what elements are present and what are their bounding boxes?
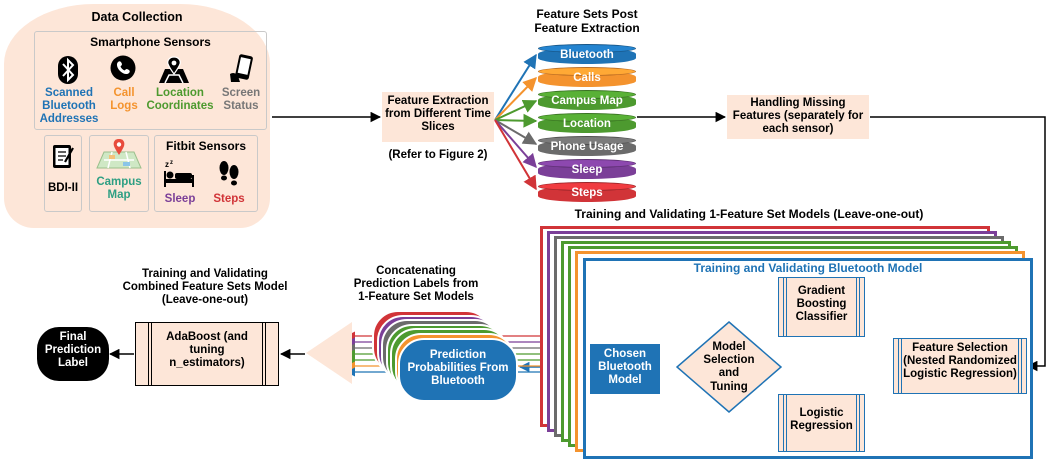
feature-sets-title: Feature Sets Post Feature Extraction [534,7,640,35]
fan-calls [494,76,537,121]
final-label-text: Final Prediction Label [44,331,102,370]
feature-set-bluetooth: Bluetooth [538,44,636,66]
sleep-icon: z z [164,160,194,187]
footsteps-icon [219,161,239,186]
fan-bluetooth [494,53,537,121]
model-selection-diamond [676,321,782,413]
bluetooth-probability-label: Prediction Probabilities From Bluetooth [407,349,509,388]
feature-set-phone-usage: Phone Usage [538,136,636,158]
feature-extraction-note: (Refer to Figure 2) [388,149,488,161]
bluetooth-probability-pill [398,338,518,402]
map-pin-icon [159,56,189,84]
svg-text:z: z [165,160,169,169]
phone-icon [110,55,136,81]
feature-selection-box [893,338,1027,394]
fan-steps [494,119,537,191]
bluetooth-icon [58,56,78,84]
bluetooth-model-title: Training and Validating Bluetooth Model [693,261,923,275]
fan-campus [494,99,538,121]
feature-selection-label: Feature Selection (Nested Randomized Log… [903,342,1017,381]
feature-set-location: Location [538,113,636,135]
feature-set-label: Sleep [571,164,603,176]
feature-set-label: Calls [573,72,601,84]
chosen-model-label: Chosen Bluetooth Model [598,348,652,387]
feature-set-campus-map: Campus Map [538,90,636,112]
gbc-box [778,277,865,337]
chosen-model-box [590,344,660,394]
sensor-label-location: Location Coordinates [146,87,214,113]
gbc-label: Gradient Boosting Classifier [795,285,848,324]
adaboost-box [135,322,279,386]
feature-set-steps: Steps [538,182,636,204]
sensor-label-bluetooth: Scanned Bluetooth Addresses [39,87,99,126]
feature-extraction-box [382,92,494,142]
final-label-terminal [37,327,109,381]
feature-set-label: Campus Map [551,95,623,107]
arrow-missing-to-selection [870,116,1046,372]
model-selection-label: Model Selection and Tuning [703,341,755,393]
smartphone-sensors-group [34,31,267,130]
logreg-box [778,394,865,452]
fan-phone [494,119,538,145]
steps-label: Steps [213,193,245,205]
svg-text:z: z [170,160,173,166]
missing-features-box [727,95,869,139]
sensor-label-calls: Call Logs [110,87,138,113]
feature-set-label: Bluetooth [560,49,614,61]
combined-title: Training and Validating Combined Feature… [122,268,288,307]
feature-set-label: Phone Usage [550,141,624,153]
feature-set-label: Location [563,118,611,130]
feature-set-label: Steps [571,187,603,199]
smartphone-sensors-title: Smartphone Sensors [90,35,211,49]
concat-funnel [306,322,352,384]
screen-icon [230,54,253,82]
concat-title: Concatenating Prediction Labels from 1-F… [353,265,479,304]
feature-extraction-label: Feature Extraction from Different Time S… [385,95,491,134]
training-title: Training and Validating 1-Feature Set Mo… [574,207,924,221]
data-collection-title: Data Collection [91,10,183,24]
clipboard-icon [53,145,74,168]
fitbit-sensors-title: Fitbit Sensors [165,139,246,153]
campus-map-group [89,135,149,212]
feature-set-sleep: Sleep [538,159,636,181]
campus-map-icon [96,139,142,169]
bdi-label: BDI-II [47,182,79,194]
data-collection-panel [4,4,270,228]
bdi-group [44,135,82,212]
sleep-label: Sleep [164,193,196,205]
sensor-label-screen: Screen Status [221,87,261,113]
missing-features-label: Handling Missing Features (separately fo… [732,97,864,136]
adaboost-label: AdaBoost (and tuning n_estimators) [166,331,248,370]
feature-set-calls: Calls [538,67,636,89]
logreg-label: Logistic Regression [790,407,853,433]
fitbit-sensors-group [154,135,258,212]
campus-map-label: Campus Map [96,176,142,202]
fan-location [494,113,538,128]
fan-sleep [494,119,537,169]
